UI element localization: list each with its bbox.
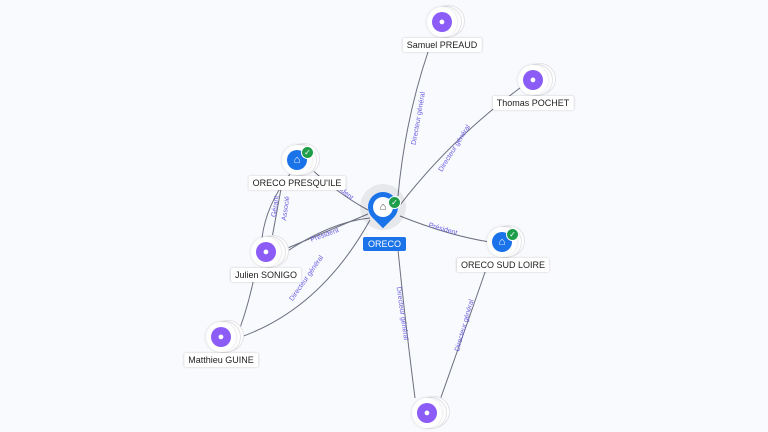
verified-icon: ✓ xyxy=(506,228,519,241)
person-icon: ● xyxy=(523,70,543,90)
edge-bottom-sudloire xyxy=(439,257,491,401)
edge-presquile-oreco xyxy=(309,167,369,211)
node-label-matthieu[interactable]: Matthieu GUINE xyxy=(184,353,258,367)
verified-icon: ✓ xyxy=(301,146,314,159)
edge-oreco-sudloire xyxy=(399,215,491,243)
edge-matthieu-oreco xyxy=(237,219,371,339)
node-label-oreco[interactable]: ORECO xyxy=(363,237,407,251)
verified-icon: ✓ xyxy=(388,196,401,209)
edge-samuel-oreco xyxy=(397,51,429,197)
edge-julien-oreco xyxy=(282,213,369,251)
person-icon: ● xyxy=(432,12,452,32)
node-label-presquile[interactable]: ORECO PRESQU'ILE xyxy=(248,176,346,190)
node-oreco[interactable]: ⌂ ✓ xyxy=(360,184,406,230)
edge-bottom-oreco xyxy=(397,249,416,399)
node-label-thomas[interactable]: Thomas POCHET xyxy=(492,96,574,110)
person-icon: ● xyxy=(417,403,437,423)
person-icon: ● xyxy=(256,242,276,262)
edge-julien-oreco-2 xyxy=(282,217,371,255)
node-label-sudloire[interactable]: ORECO SUD LOIRE xyxy=(456,258,550,272)
node-label-samuel[interactable]: Samuel PREAUD xyxy=(402,38,482,52)
person-icon: ● xyxy=(211,327,231,347)
node-label-julien[interactable]: Julien SONIGO xyxy=(230,268,302,282)
